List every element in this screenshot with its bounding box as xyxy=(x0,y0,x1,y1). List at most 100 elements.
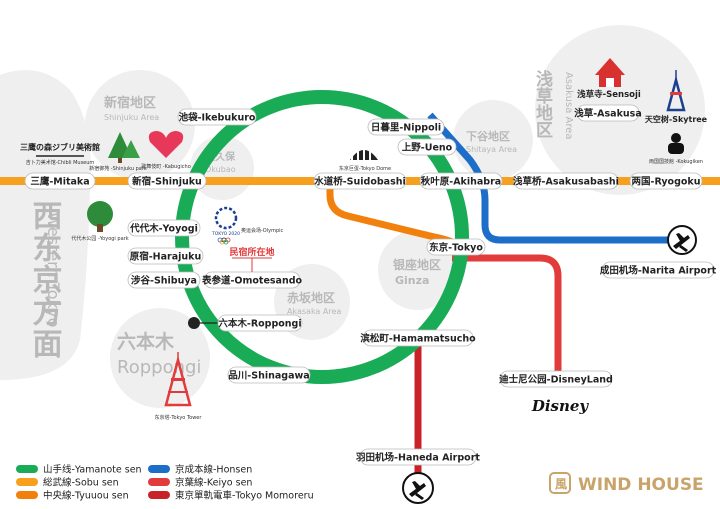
ghibli-rule xyxy=(36,155,84,157)
area-asakusa-en: Asakusa Area xyxy=(563,72,574,140)
station-asakusabashi-pill[interactable] xyxy=(513,172,619,190)
olympic-rings-icon xyxy=(217,237,231,245)
station-harajuku-pill[interactable] xyxy=(127,247,204,265)
station-shinjuku-pill[interactable] xyxy=(127,172,207,190)
station-akihabara-pill[interactable] xyxy=(419,172,503,190)
sensoji-label: 浅草寺-Sensoji xyxy=(577,89,641,100)
brand-logo-icon xyxy=(549,472,571,494)
station-asakusa-pill[interactable] xyxy=(576,104,640,122)
area-okubo-en: Okubao xyxy=(205,165,236,174)
disney-logo: Disney xyxy=(531,397,590,415)
station-hamamatsucho: 滨松町-Hamamatsucho xyxy=(360,333,476,345)
area-akasaka-en: Akasaka Area xyxy=(287,307,341,316)
ghibli-title: 三鹰の森ジブリ美術館 xyxy=(20,142,100,152)
station-ueno-pill[interactable] xyxy=(397,138,457,156)
station-omotesando: 表参道-Omotesando xyxy=(201,275,303,287)
area-ginza-en: Ginza xyxy=(395,274,429,287)
airplane-icon[interactable] xyxy=(667,225,697,255)
legend-item: 東京單軌電車-Tokyo Momoreru xyxy=(175,490,314,502)
legend-item: 中央線-Tyuuou sen xyxy=(43,490,129,502)
station-disneyland: 迪士尼公园-DisneyLand xyxy=(499,374,613,386)
area-roppongi-zh: 六本木 xyxy=(117,330,175,353)
station-asakusa: 浅草-Asakusa xyxy=(574,108,642,120)
station-ryogoku: 两国-Ryogoku xyxy=(632,177,701,188)
station-haneda-pill[interactable] xyxy=(359,448,477,466)
station-ikebukuro: 池袋-Ikebukuro xyxy=(179,112,256,124)
skytree-label: 天空树-Skytree xyxy=(645,114,708,124)
station-disneyland-pill[interactable] xyxy=(499,370,613,388)
area-ginza-zh: 银座地区 xyxy=(393,257,441,272)
station-labels: 三鹰-Mitaka 新宿-Shinjuku 池袋-Ikebukuro 代代木-Y… xyxy=(24,104,717,466)
skytree-icon xyxy=(666,70,686,112)
legend: 山手线-Yamanote sen 総武線-Sobu sen 中央線-Tyuuou… xyxy=(16,464,314,502)
keisei-line xyxy=(427,112,670,244)
station-tokyo: 东京-Tokyo xyxy=(429,242,483,254)
brand-logo-glyph: 風 xyxy=(555,477,567,491)
area-roppongi-en: Roppongi xyxy=(117,357,201,378)
olympic-emblem-icon xyxy=(214,206,238,230)
station-yoyogi-pill[interactable] xyxy=(127,219,201,237)
tree-icon xyxy=(87,201,113,232)
airplane-icon[interactable] xyxy=(402,472,434,504)
tokyo-tower-label: 东京塔-Tokyo Tower xyxy=(155,414,203,421)
legend-item: 京成本線-Honsen xyxy=(175,464,252,476)
station-shinagawa: 品川-Shinagawa xyxy=(228,371,309,382)
station-ueno: 上野-Ueno xyxy=(402,142,453,154)
station-yoyogi: 代代木-Yoyogi xyxy=(129,223,198,235)
tokyo-dome-label: 东京巨蛋-Tokyo Dome xyxy=(339,165,391,172)
brand-name: WIND HOUSE xyxy=(578,475,704,495)
area-shinjuku-en: Shinjuku Area xyxy=(104,113,159,122)
legend-swatch xyxy=(148,491,170,499)
keiyo-line xyxy=(452,254,562,380)
station-haneda: 羽田机场-Haneda Airport xyxy=(356,452,480,464)
area-western-tokyo-en: Western Tokyo xyxy=(44,212,63,328)
kabukicho-label: 歌舞伎町 -Kabugicho xyxy=(141,163,191,170)
station-nippori-pill[interactable] xyxy=(367,118,445,136)
legend-swatch xyxy=(148,478,170,486)
ghibli-sub: 吉卜力美术馆-Chibli Museum xyxy=(26,159,95,166)
station-suidobashi-pill[interactable] xyxy=(313,172,407,190)
station-suidobashi: 水道桥-Suidobashi xyxy=(314,176,406,188)
station-narita-pill[interactable] xyxy=(601,261,715,279)
station-roppongi-pill[interactable] xyxy=(217,314,303,332)
sumo-icon xyxy=(668,133,684,154)
temple-icon xyxy=(595,58,625,87)
area-asakusa-zh: 浅草地区 xyxy=(532,69,553,138)
legend-item: 総武線-Sobu sen xyxy=(43,477,119,489)
station-mitaka-pill[interactable] xyxy=(24,172,96,190)
legend-swatch xyxy=(148,465,170,473)
heart-icon xyxy=(148,131,184,158)
western-tokyo-bubble xyxy=(0,70,91,380)
station-shinagawa-pill[interactable] xyxy=(227,366,311,384)
tokyo-tower-icon xyxy=(164,352,192,407)
station-nippori: 日暮里-Nippoli xyxy=(371,122,441,134)
legend-swatch xyxy=(16,465,38,473)
legend-item: 京葉線-Keiyo sen xyxy=(175,477,252,489)
area-akasaka-zh: 赤坂地区 xyxy=(287,290,335,305)
hotel-location-label: 民宿所在地 xyxy=(229,246,274,258)
legend-swatch xyxy=(16,478,38,486)
station-harajuku: 原宿-Harajuku xyxy=(130,251,202,263)
station-akihabara: 秋叶原-Akihabra xyxy=(420,176,501,188)
roppongi-marker xyxy=(188,317,200,329)
olympic-label: 奥运会场-Olympic xyxy=(241,227,284,234)
area-shitaya-en: Shitaya Area xyxy=(466,145,517,154)
station-ikebukuro-pill[interactable] xyxy=(177,108,257,126)
station-shibuya: 涉谷-Shibuya xyxy=(131,275,197,287)
airport-icons xyxy=(402,225,697,504)
station-hamamatsucho-pill[interactable] xyxy=(362,329,474,347)
legend-item: 山手线-Yamanote sen xyxy=(43,464,142,476)
kokugiken-label: 両国国技館 -Kokugiken xyxy=(649,158,703,165)
station-roppongi: 六本木-Roppongi xyxy=(218,318,301,330)
shinjuku-park-label: 新宿御苑 -Shinjuku park xyxy=(89,165,147,172)
yoyogi-park-label: 代代木公园 -Yoyogi park xyxy=(71,235,128,242)
station-shibuya-pill[interactable] xyxy=(127,271,201,289)
area-shitaya-zh: 下谷地区 xyxy=(466,129,510,143)
chuo-line xyxy=(326,185,455,245)
station-narita: 成田机场-Narita Airport xyxy=(600,265,717,277)
station-ryogoku-pill[interactable] xyxy=(629,172,703,190)
brand: 風 WIND HOUSE xyxy=(549,472,704,495)
station-tokyo-pill[interactable] xyxy=(426,238,486,256)
station-asakusabashi: 浅草桥-Asakusabashi xyxy=(513,176,619,188)
